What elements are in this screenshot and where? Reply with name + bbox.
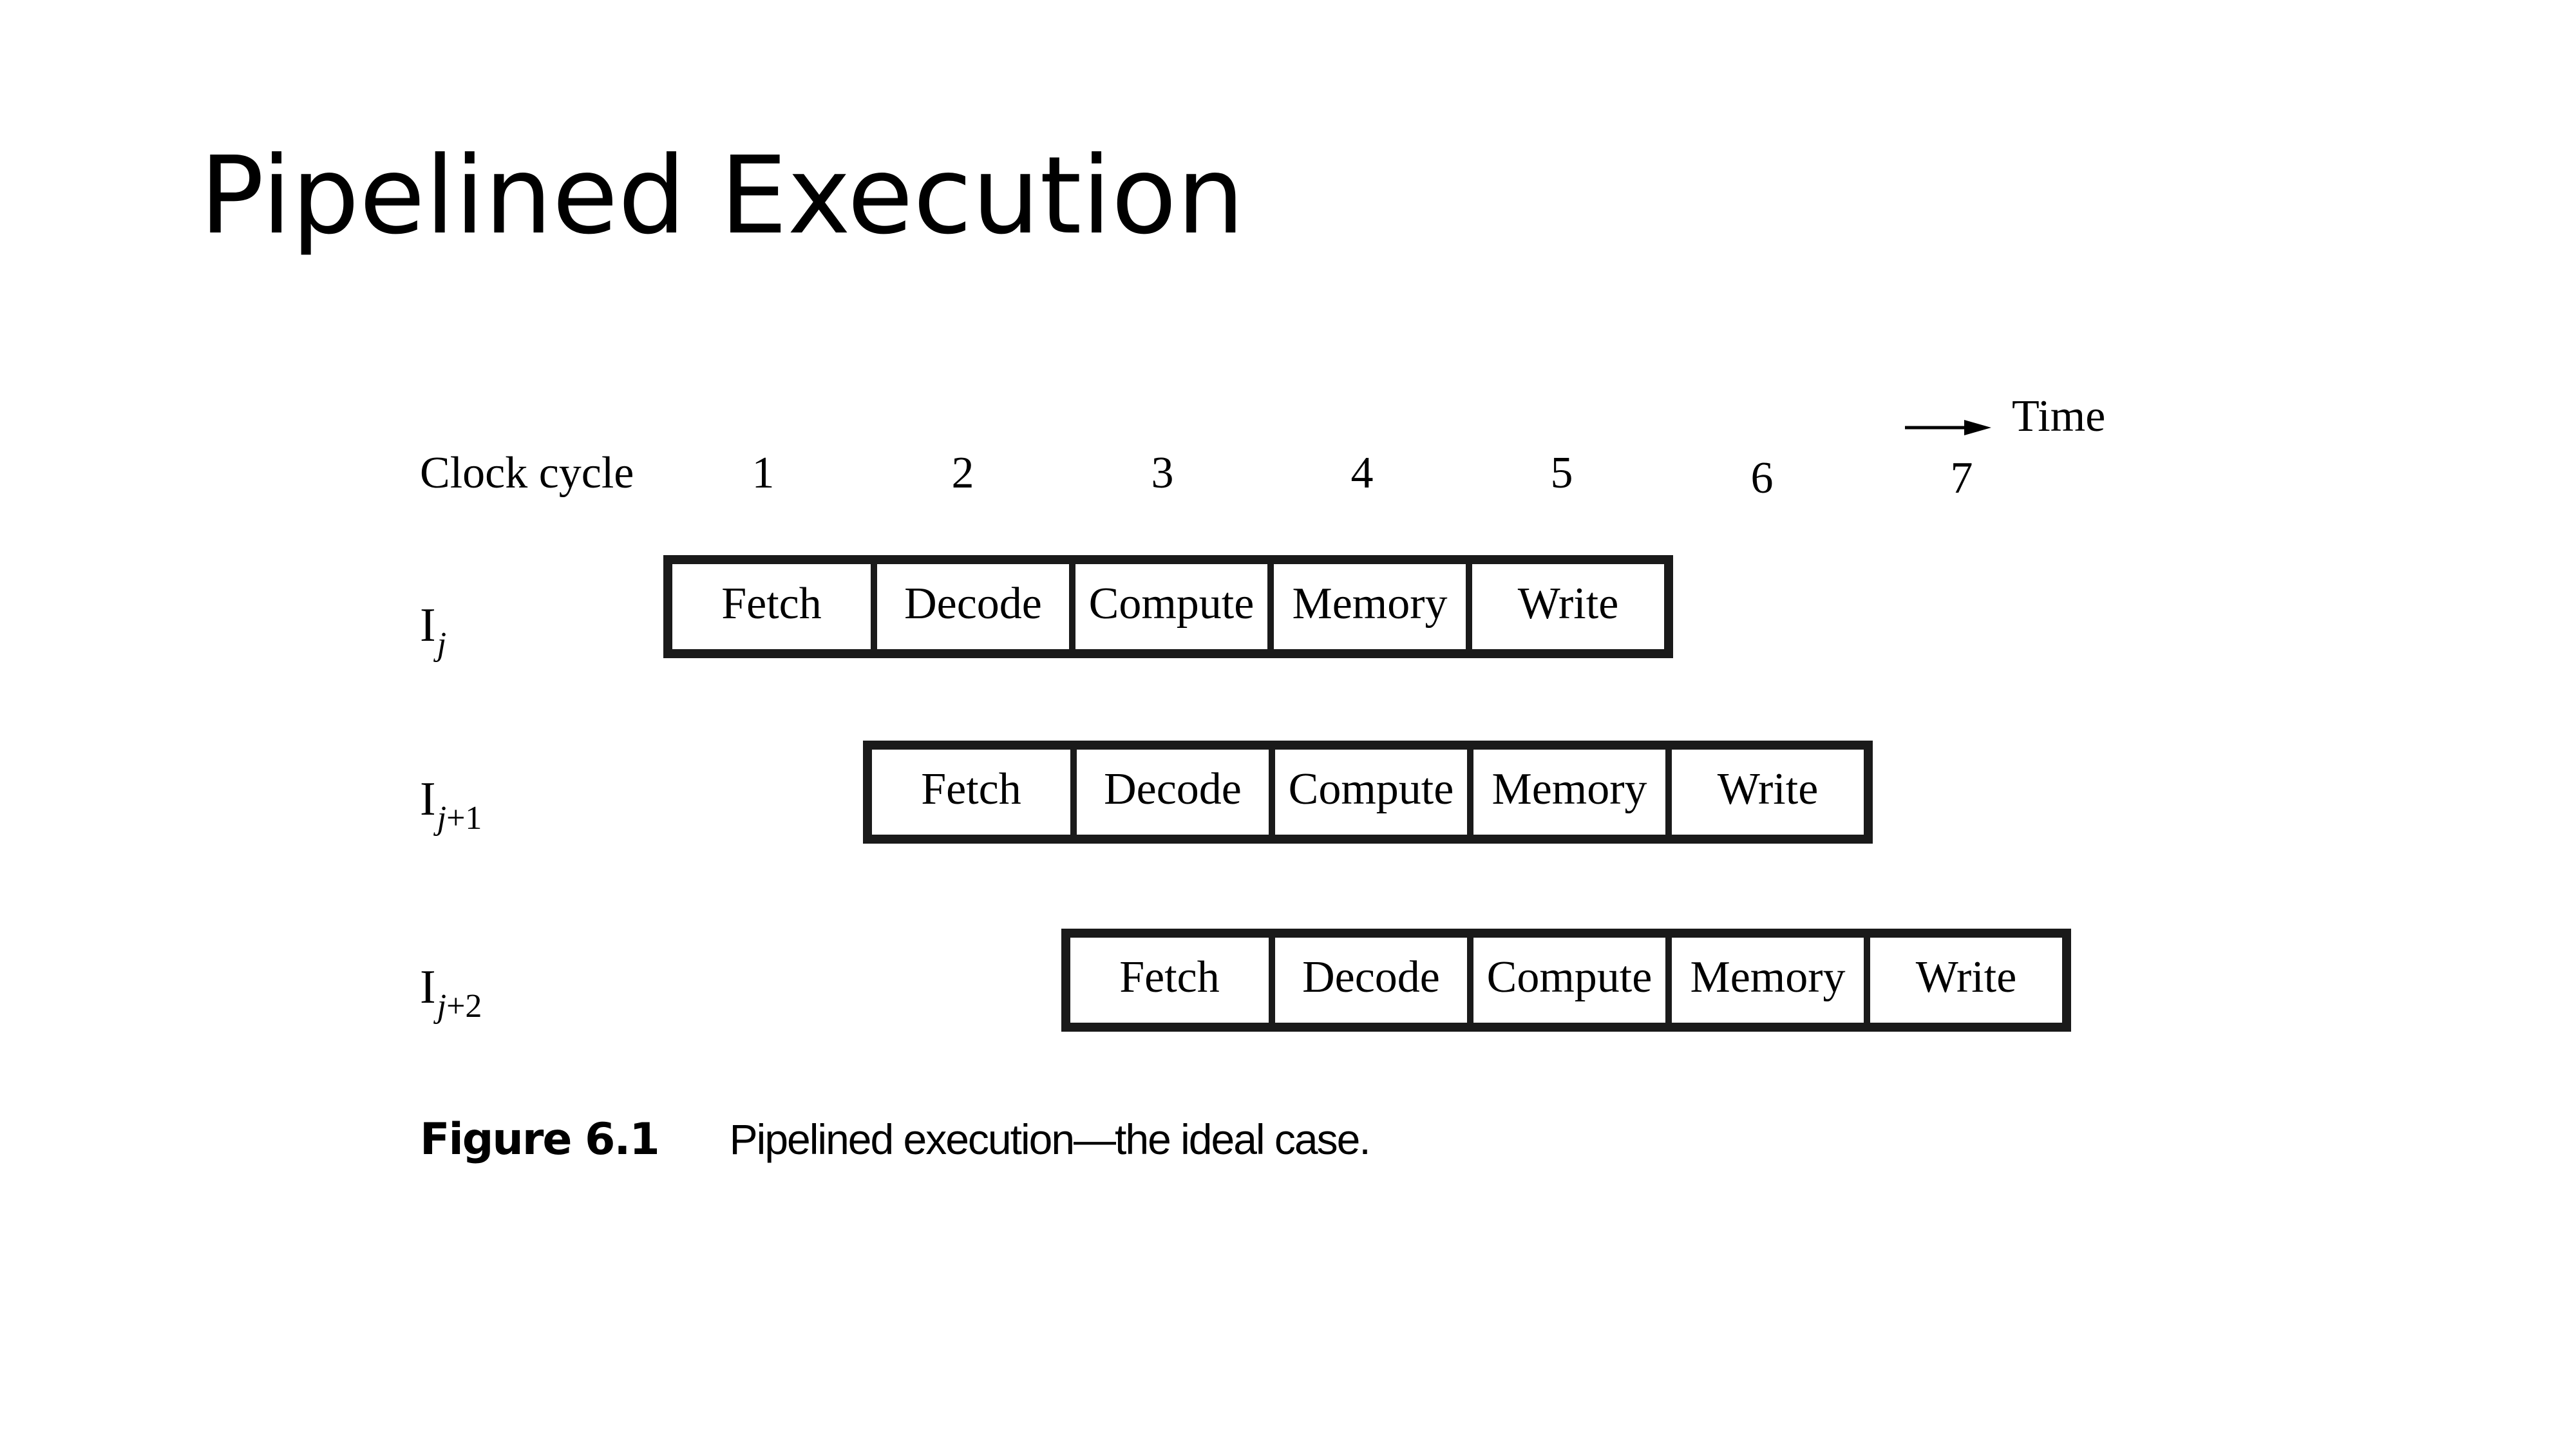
stage-decode: Decode	[1269, 938, 1467, 1023]
pipeline-row-ij-plus-2: Fetch Decode Compute Memory Write	[1061, 929, 2071, 1032]
instruction-subscript: j	[437, 626, 447, 663]
figure-caption: Figure 6.1 Pipelined execution—the ideal …	[420, 1115, 1371, 1163]
clock-cycle-label: Clock cycle	[420, 448, 634, 498]
instruction-subscript: j+2	[437, 988, 482, 1025]
stage-compute: Compute	[1069, 564, 1267, 649]
stage-decode: Decode	[1070, 750, 1269, 835]
stage-fetch: Fetch	[921, 764, 1021, 814]
cycle-number: 3	[1151, 448, 1174, 498]
stage-fetch: Fetch	[1119, 952, 1220, 1002]
stage-write: Write	[1864, 938, 2062, 1023]
time-arrow-icon	[1905, 420, 1991, 435]
time-label: Time	[2012, 392, 2106, 441]
cycle-number: 4	[1350, 448, 1374, 498]
stage-write: Write	[1665, 750, 1864, 835]
pipeline-row-ij-plus-1: Fetch Decode Compute Memory Write	[863, 741, 1873, 844]
stage-decode: Decode	[871, 564, 1069, 649]
instruction-base: I	[420, 773, 436, 826]
instruction-label: Ij	[420, 599, 446, 661]
cycle-number: 2	[951, 448, 974, 498]
stage-memory: Memory	[1267, 564, 1466, 649]
stage-memory: Memory	[1467, 750, 1665, 835]
stage-compute: Compute	[1467, 938, 1665, 1023]
cycle-number: 5	[1550, 448, 1573, 498]
caption-text: Pipelined execution—the ideal case.	[729, 1115, 1371, 1163]
stage-memory: Memory	[1665, 938, 1864, 1023]
stage-fetch: Fetch	[721, 579, 822, 629]
caption-label: Figure 6.1	[420, 1114, 660, 1165]
instruction-subscript: j+1	[437, 800, 482, 837]
cycle-number: 6	[1750, 453, 1774, 503]
instruction-base: I	[420, 599, 436, 652]
stage-compute: Compute	[1269, 750, 1467, 835]
slide-title: Pipelined Execution	[200, 134, 1245, 258]
instruction-label: Ij+2	[420, 961, 482, 1023]
instruction-label: Ij+1	[420, 773, 482, 835]
pipeline-row-ij: Fetch Decode Compute Memory Write	[663, 555, 1673, 658]
instruction-base: I	[420, 961, 436, 1014]
cycle-number: 1	[752, 448, 775, 498]
cycle-number: 7	[1950, 453, 1973, 503]
stage-write: Write	[1466, 564, 1664, 649]
